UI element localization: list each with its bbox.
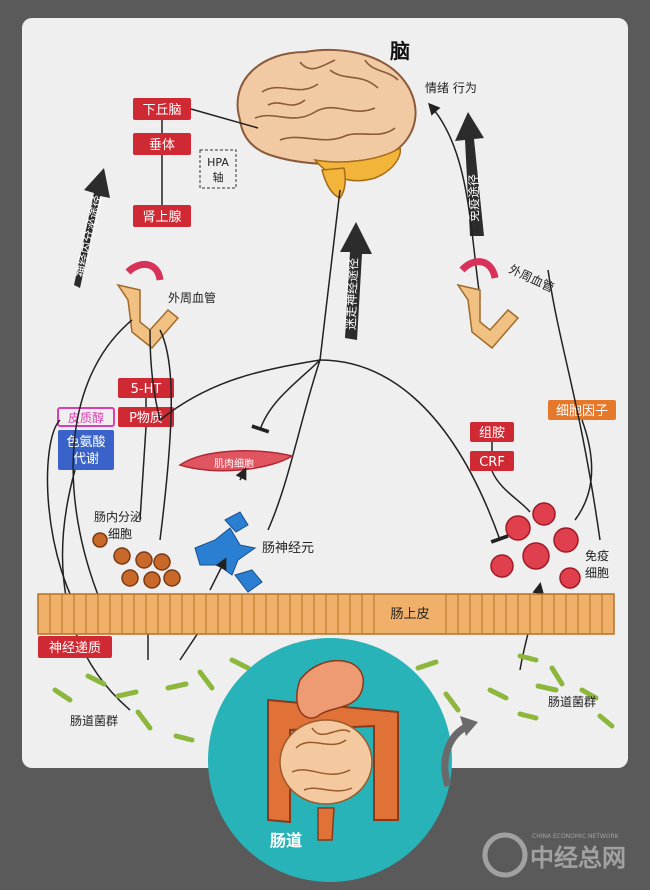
- vagus-pathway-arrow: 迷走神经途径: [340, 222, 372, 340]
- gut-label: 肠道: [270, 831, 302, 850]
- hypothalamus-to-brain-line: [190, 108, 259, 129]
- immune-pathway-arrow: 免疫途径: [455, 112, 484, 236]
- cycle-arrow-head: [460, 716, 478, 736]
- crf-box: CRF: [470, 451, 514, 471]
- svg-text:色氨酸: 色氨酸: [66, 434, 105, 450]
- pituitary-box: 垂体: [133, 133, 191, 155]
- enteric-neuron-label: 肠神经元: [262, 541, 314, 556]
- epithelium-label: 肠上皮: [390, 607, 429, 622]
- svg-text:代谢: 代谢: [73, 451, 99, 467]
- brain-illustration: [236, 48, 417, 199]
- cytokine-box: 细胞因子: [548, 400, 616, 420]
- substance-p-label: P物质: [129, 411, 163, 426]
- neurotransmitter-box: 神经递质: [38, 636, 112, 658]
- pituitary-label: 垂体: [149, 138, 175, 153]
- immune-cell-label: 免疫: [585, 548, 609, 563]
- adrenal-label: 肾上腺: [142, 210, 181, 225]
- hypothalamus-box: 下丘脑: [133, 98, 191, 120]
- microbiota-right-label: 肠道菌群: [548, 695, 596, 709]
- crf-label: CRF: [479, 455, 505, 470]
- enteric-neurons: [194, 511, 263, 593]
- enteroendocrine-cells: [92, 532, 181, 589]
- svg-text:HPA: HPA: [207, 156, 229, 169]
- peripheral-vessel-left-label: 外周血管: [168, 290, 216, 305]
- svg-text:免疫途径: 免疫途径: [466, 174, 481, 222]
- muscle-cell-label: 肌肉细胞: [214, 457, 254, 470]
- histamine-box: 组胺: [470, 422, 514, 442]
- peripheral-vessel-right: [456, 258, 520, 350]
- serotonin-label: 5-HT: [131, 382, 162, 397]
- tryptophan-box: 色氨酸 代谢: [58, 430, 114, 470]
- adrenal-box: 肾上腺: [133, 205, 191, 227]
- hpa-axis-label: HPA 轴: [199, 149, 237, 189]
- muscle-cell: 肌肉细胞: [178, 450, 294, 472]
- svg-text:迷走神经途径: 迷走神经途径: [343, 258, 361, 330]
- svg-text:细胞: 细胞: [108, 527, 132, 541]
- brain-title: 脑: [390, 39, 410, 63]
- gut-microbiota-rods: [52, 653, 615, 743]
- immune-to-behavior-line: [428, 102, 481, 299]
- histamine-label: 组胺: [479, 426, 505, 441]
- immune-cells: [490, 502, 581, 589]
- cytokine-label: 细胞因子: [556, 404, 608, 419]
- svg-text:中经总网: 中经总网: [530, 844, 626, 872]
- enteroendocrine-label: 肠内分泌: [94, 510, 142, 524]
- neurotransmitter-label: 神经递质: [49, 641, 101, 656]
- cortisol-label: 皮质醇: [68, 410, 104, 425]
- substance-p-box: P物质: [118, 407, 174, 427]
- svg-text:CHINA ECONOMIC NETWORK: CHINA ECONOMIC NETWORK: [532, 833, 620, 840]
- emotion-behavior-label: 情绪 行为: [425, 81, 477, 95]
- watermark-logo: 中经总网 CHINA ECONOMIC NETWORK: [482, 832, 626, 878]
- serotonin-box: 5-HT: [118, 378, 174, 398]
- microbiota-left-label: 肠道菌群: [70, 714, 118, 728]
- gut-illustration: 肠道: [208, 638, 452, 882]
- svg-text:细胞: 细胞: [585, 566, 609, 580]
- peripheral-vessel-left: [116, 261, 180, 350]
- hypothalamus-label: 下丘脑: [142, 103, 181, 118]
- intestinal-epithelium: 肠上皮: [37, 593, 615, 635]
- vagus-nerve-branches: [159, 189, 509, 544]
- svg-text:轴: 轴: [213, 170, 224, 184]
- cycle-arrow: [441, 722, 470, 788]
